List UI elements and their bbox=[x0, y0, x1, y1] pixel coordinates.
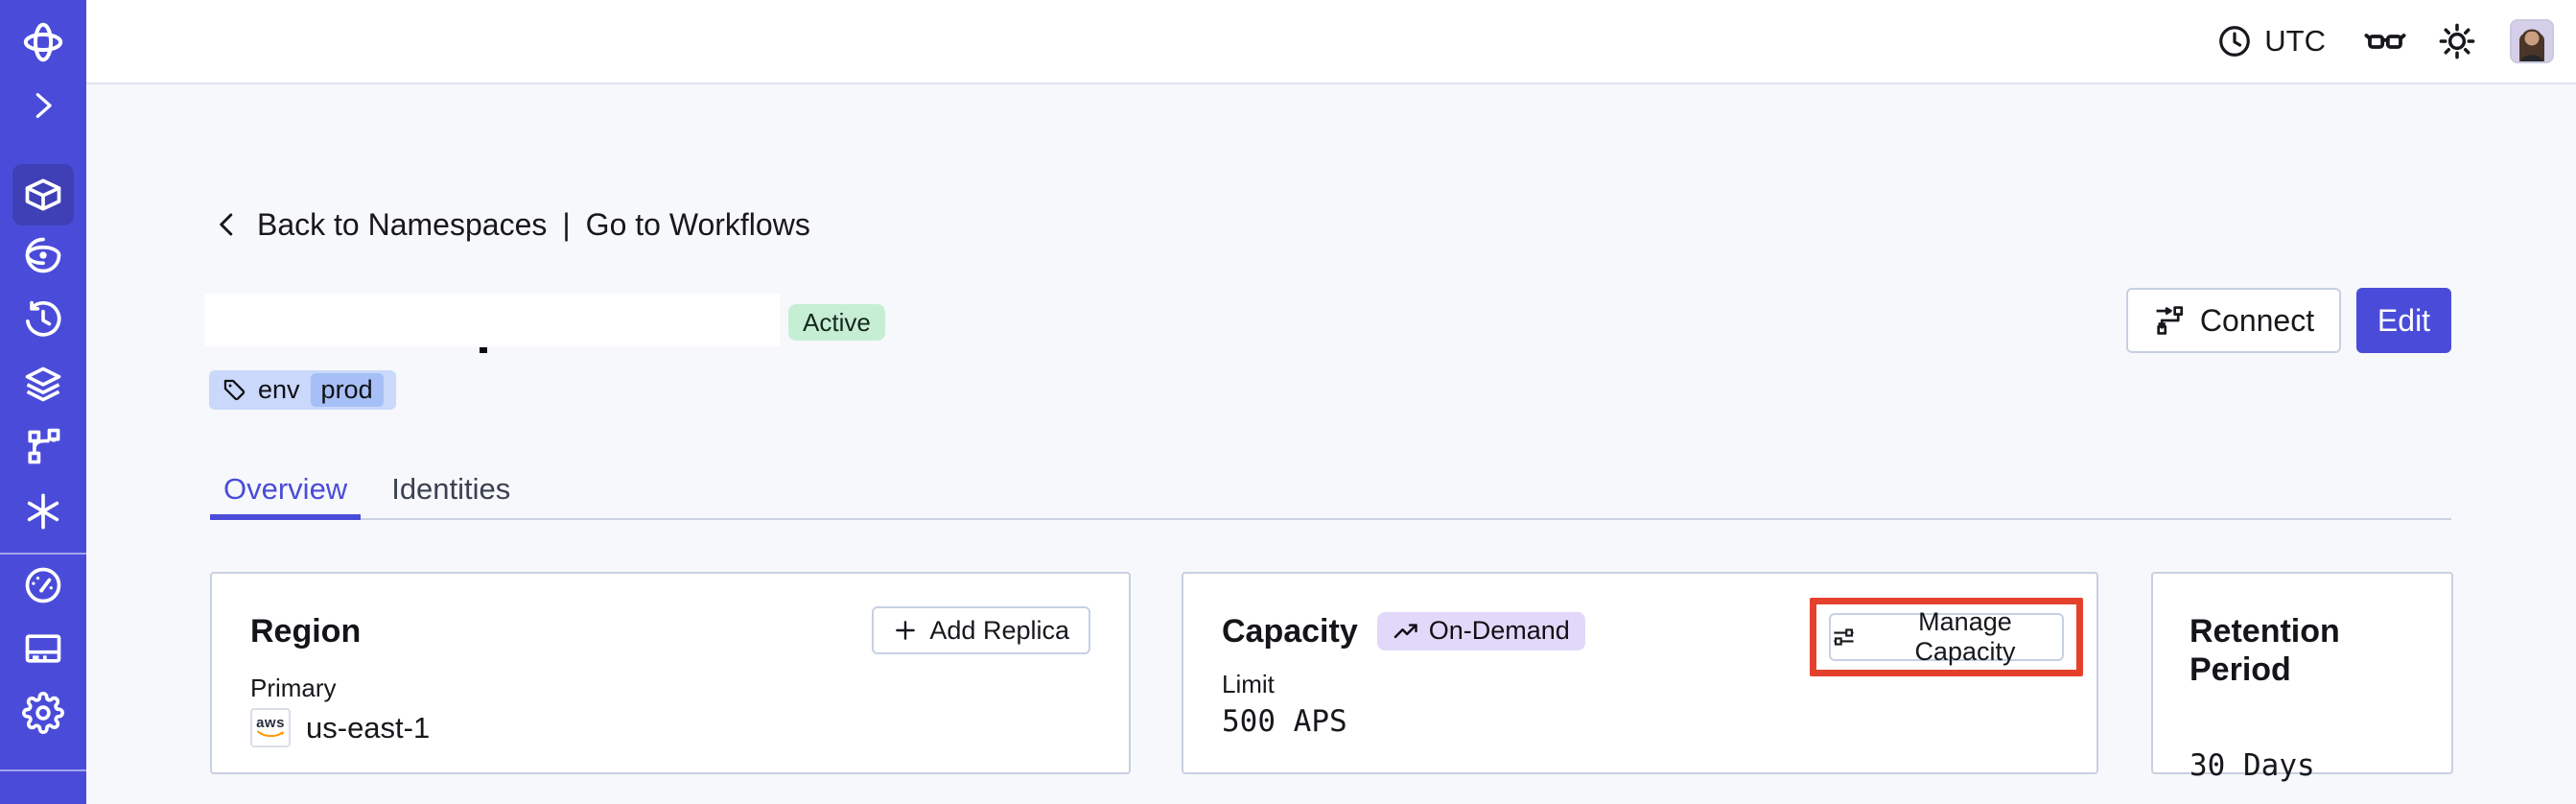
history-clock-icon bbox=[26, 300, 61, 337]
tag-key: env bbox=[258, 375, 300, 404]
sidebar-item-spiral[interactable] bbox=[12, 225, 74, 286]
tab-identities-label: Identities bbox=[391, 472, 511, 506]
sidebar-item-bottom[interactable] bbox=[12, 794, 74, 804]
avatar-image bbox=[2512, 21, 2552, 61]
timezone-label: UTC bbox=[2264, 24, 2326, 58]
add-replica-button[interactable]: Add Replica bbox=[872, 606, 1090, 654]
labs-toggle[interactable] bbox=[2362, 18, 2408, 64]
tab-bar: Overview Identities bbox=[210, 466, 524, 520]
aws-smile-icon bbox=[257, 730, 284, 738]
namespaces-cube-icon bbox=[25, 178, 61, 211]
aws-logo-text: aws bbox=[256, 715, 285, 731]
temporal-logo-icon bbox=[23, 22, 63, 62]
sidebar-divider bbox=[0, 769, 86, 771]
asterisk-icon bbox=[27, 493, 59, 530]
tab-overview-label: Overview bbox=[223, 472, 348, 506]
on-demand-label: On-Demand bbox=[1428, 616, 1570, 645]
back-chevron-icon[interactable] bbox=[213, 208, 242, 241]
manage-capacity-label: Manage Capacity bbox=[1914, 607, 2016, 666]
capacity-sublabel: Limit bbox=[1222, 670, 1275, 698]
tag-value: prod bbox=[310, 373, 384, 407]
user-avatar[interactable] bbox=[2510, 19, 2554, 63]
tag-icon bbox=[223, 379, 246, 401]
breadcrumb-workflows-link[interactable]: Go to Workflows bbox=[585, 206, 810, 242]
breadcrumb-back-link[interactable]: Back to Namespaces bbox=[257, 206, 548, 242]
top-bar: UTC bbox=[86, 0, 2576, 84]
expand-chevron-icon bbox=[35, 93, 52, 118]
retention-card: Retention Period 30 Days bbox=[2151, 572, 2453, 783]
tabs-bottom-border bbox=[210, 518, 2451, 520]
region-card-title: Region bbox=[250, 613, 362, 650]
gear-icon bbox=[22, 692, 64, 734]
redaction-artifact bbox=[480, 347, 487, 353]
region-card: Region Add Replica Primary aws us-east-1 bbox=[210, 572, 1131, 774]
sidebar-item-nexus[interactable] bbox=[12, 481, 74, 542]
tab-identities[interactable]: Identities bbox=[378, 466, 524, 520]
aws-provider-badge: aws bbox=[250, 708, 291, 747]
annotation-highlight-box: Manage Capacity bbox=[1810, 598, 2083, 676]
status-badge: Active bbox=[788, 304, 885, 341]
retention-card-title: Retention Period bbox=[2190, 613, 2340, 688]
sidebar-divider bbox=[0, 553, 86, 555]
region-value: us-east-1 bbox=[306, 710, 431, 745]
breadcrumb: Back to Namespaces | Go to Workflows bbox=[213, 201, 810, 248]
sidebar-item-deployments[interactable] bbox=[12, 353, 74, 414]
edit-label: Edit bbox=[2377, 302, 2431, 338]
trending-up-icon bbox=[1393, 623, 1417, 638]
sidebar-expand-button[interactable] bbox=[12, 75, 74, 136]
timezone-selector[interactable]: UTC bbox=[2216, 23, 2326, 59]
region-sublabel: Primary bbox=[250, 674, 337, 702]
brightness-icon bbox=[2439, 23, 2475, 59]
connect-label: Connect bbox=[2199, 302, 2315, 338]
theme-toggle[interactable] bbox=[2437, 21, 2477, 61]
connect-button[interactable]: Connect bbox=[2126, 288, 2341, 353]
sidebar-item-namespaces[interactable] bbox=[12, 164, 74, 225]
spiral-eye-icon bbox=[25, 237, 61, 273]
capacity-value: 500 APS bbox=[1222, 704, 1347, 739]
credit-card-icon bbox=[25, 634, 61, 663]
plus-icon bbox=[896, 621, 916, 640]
sidebar-item-billing[interactable] bbox=[12, 618, 74, 679]
sidebar bbox=[0, 0, 86, 804]
breadcrumb-separator: | bbox=[562, 206, 571, 242]
branch-icon bbox=[28, 428, 60, 464]
capacity-card-title: Capacity bbox=[1222, 613, 1358, 650]
manage-capacity-button[interactable]: Manage Capacity bbox=[1829, 607, 2064, 666]
sidebar-item-workflows[interactable] bbox=[12, 416, 74, 478]
capacity-card: Capacity On-Demand Manage Capacity Limit… bbox=[1182, 572, 2098, 774]
clock-icon bbox=[2219, 26, 2251, 57]
sliders-icon bbox=[1834, 628, 1854, 646]
sidebar-item-schedules[interactable] bbox=[12, 289, 74, 350]
retention-value: 30 Days bbox=[2190, 748, 2315, 783]
connect-icon bbox=[2156, 306, 2184, 335]
status-label: Active bbox=[803, 307, 871, 337]
sidebar-item-usage[interactable] bbox=[12, 555, 74, 616]
sidebar-item-settings[interactable] bbox=[12, 682, 74, 744]
temporal-logo[interactable] bbox=[12, 12, 74, 73]
gauge-icon bbox=[25, 567, 61, 603]
layers-icon bbox=[25, 367, 61, 402]
edit-button[interactable]: Edit bbox=[2356, 288, 2451, 353]
tab-overview[interactable]: Overview bbox=[210, 466, 362, 520]
add-replica-label: Add Replica bbox=[929, 615, 1069, 645]
namespace-title-redacted bbox=[205, 294, 780, 346]
on-demand-badge: On-Demand bbox=[1376, 611, 1585, 650]
glasses-icon bbox=[2364, 34, 2406, 49]
namespace-tag-chip: env prod bbox=[209, 370, 396, 410]
